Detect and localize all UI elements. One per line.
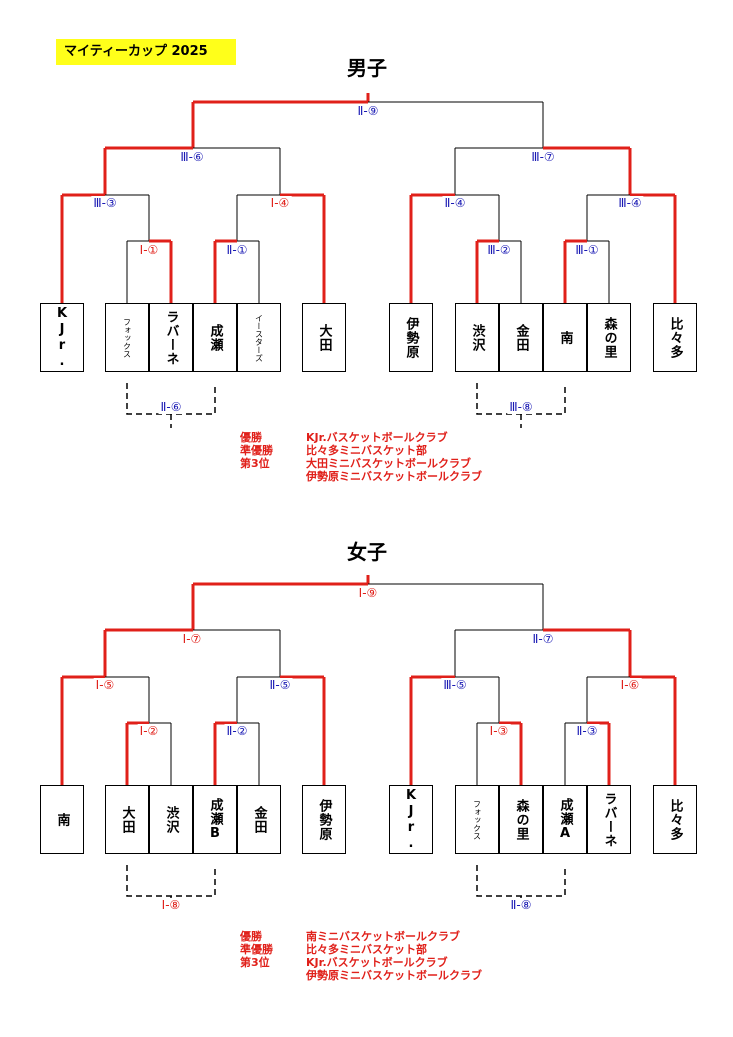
result-row: 優勝南ミニバスケットボールクラブ <box>240 930 460 943</box>
boys-right-semi-label: Ⅲ-⑦ <box>529 150 557 164</box>
girls-team-kjr: KJr. <box>389 785 433 854</box>
boys-m8-label: Ⅲ-① <box>573 243 601 257</box>
boys-m5-label: Ⅱ-④ <box>442 196 468 210</box>
girls-m4-label: Ⅱ-② <box>224 724 250 738</box>
girls-left-semi-label: Ⅰ-⑦ <box>180 632 204 646</box>
boys-team-ota: 大田 <box>302 303 346 372</box>
girls-team-isehara: 伊勢原 <box>302 785 346 854</box>
boys-team-kjr: KJr. <box>40 303 84 372</box>
girls-team-morinosato: 森の里 <box>499 785 543 854</box>
boys-team-fox: フォックス <box>105 303 149 372</box>
girls-m2-label: Ⅱ-⑤ <box>267 678 293 692</box>
boys-consolation-left-label: Ⅱ-⑥ <box>158 400 184 414</box>
boys-m3-label: Ⅰ-① <box>137 243 161 257</box>
girls-team-hibita: 比々多 <box>653 785 697 854</box>
boys-m7-label: Ⅲ-② <box>485 243 513 257</box>
result-row: 準優勝比々多ミニバスケット部 <box>240 444 427 457</box>
consolation-left-bracket <box>126 865 216 897</box>
girls-m7-label: Ⅰ-③ <box>487 724 511 738</box>
girls-team-rabane: ラバーネ <box>587 785 631 854</box>
boys-team-naruse: 成瀬 <box>193 303 237 372</box>
boys-team-minami: 南 <box>543 303 587 372</box>
boys-left-semi-label: Ⅲ-⑥ <box>178 150 206 164</box>
girls-team-minami: 南 <box>40 785 84 854</box>
boys-team-shibusawa: 渋沢 <box>455 303 499 372</box>
result-row: 第3位大田ミニバスケットボールクラブ <box>240 457 471 470</box>
girls-m3-label: Ⅰ-② <box>137 724 161 738</box>
girls-team-naruse-b: 成瀬B <box>193 785 237 854</box>
girls-m1-label: Ⅰ-⑤ <box>93 678 117 692</box>
girls-team-ota: 大田 <box>105 785 149 854</box>
result-row: 準優勝比々多ミニバスケット部 <box>240 943 427 956</box>
girls-m8-label: Ⅱ-③ <box>574 724 600 738</box>
girls-consolation-right-label: Ⅱ-⑧ <box>508 898 534 912</box>
girls-m5-label: Ⅲ-⑤ <box>441 678 469 692</box>
girls-team-fox: フォックス <box>455 785 499 854</box>
boys-team-morinosato: 森の里 <box>587 303 631 372</box>
boys-m4-label: Ⅱ-① <box>224 243 250 257</box>
girls-right-semi-label: Ⅱ-⑦ <box>530 632 556 646</box>
boys-heading: 男子 <box>347 56 387 80</box>
boys-team-easters: イースターズ <box>237 303 281 372</box>
girls-consolation-left-label: Ⅰ-⑧ <box>159 898 183 912</box>
result-row: 伊勢原ミニバスケットボールクラブ <box>306 969 482 982</box>
tournament-title: マイティーカップ 2025 <box>56 39 236 65</box>
girls-team-naruse-a: 成瀬A <box>543 785 587 854</box>
boys-final-label: Ⅱ-⑨ <box>355 104 381 118</box>
boys-team-rabane: ラバーネ <box>149 303 193 372</box>
girls-m6-label: Ⅰ-⑥ <box>618 678 642 692</box>
result-row: 伊勢原ミニバスケットボールクラブ <box>306 470 482 483</box>
boys-team-hibita: 比々多 <box>653 303 697 372</box>
boys-consolation-right-label: Ⅲ-⑧ <box>507 400 535 414</box>
girls-team-shibusawa: 渋沢 <box>149 785 193 854</box>
girls-team-kaneda: 金田 <box>237 785 281 854</box>
girls-heading: 女子 <box>347 540 387 564</box>
boys-m1-label: Ⅲ-③ <box>91 196 119 210</box>
girls-final-label: Ⅰ-⑨ <box>356 586 380 600</box>
boys-team-kaneda: 金田 <box>499 303 543 372</box>
boys-m2-label: Ⅰ-④ <box>268 196 292 210</box>
boys-team-isehara: 伊勢原 <box>389 303 433 372</box>
consolation-right-bracket <box>476 865 566 897</box>
boys-m6-label: Ⅲ-④ <box>616 196 644 210</box>
